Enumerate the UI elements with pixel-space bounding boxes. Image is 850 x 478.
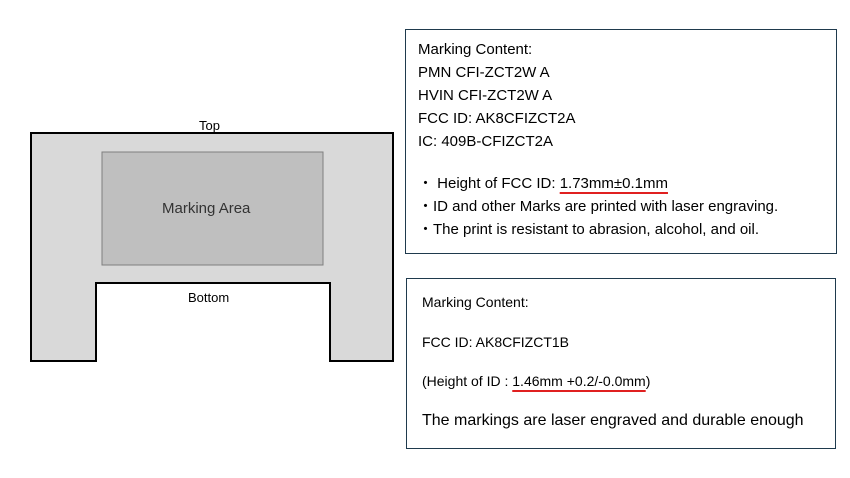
resistance-bullet: ・The print is resistant to abrasion, alc… — [418, 221, 760, 238]
box2-height-suffix: ) — [645, 373, 651, 389]
pmn-line: PMN CFI-ZCT2W A — [418, 64, 550, 81]
ic-line: IC: 409B-CFIZCT2A — [418, 133, 554, 150]
marking-area — [101, 151, 324, 266]
marking-content-box-2: Marking Content: FCC ID: AK8CFIZCT1B (He… — [406, 278, 836, 449]
top-label: Top — [199, 118, 220, 133]
bottom-label: Bottom — [188, 290, 230, 305]
marking-area-label: Marking Area — [162, 200, 251, 217]
device-outline-diagram — [30, 132, 394, 362]
fcc-height-prefix: ・ Height of FCC ID: — [418, 175, 560, 192]
box2-height-value: 1.46mm +0.2/-0.0mm — [512, 373, 646, 389]
box2-height-line: (Height of ID : 1.46mm +0.2/-0.0mm) — [422, 373, 835, 390]
box2-fcc-id: FCC ID: AK8CFIZCT1B — [422, 334, 570, 350]
fcc-height-line: ・ Height of FCC ID: 1.73mm±0.1mm — [418, 172, 836, 195]
laser-engraving-bullet: ・ID and other Marks are printed with las… — [418, 198, 779, 215]
box1-heading: Marking Content: — [418, 41, 533, 58]
box2-height-prefix: (Height of ID : — [422, 373, 513, 389]
box2-durability-note: The markings are laser engraved and dura… — [422, 412, 804, 429]
box2-heading: Marking Content: — [422, 294, 529, 310]
marking-content-box-1: Marking Content: PMN CFI-ZCT2W A HVIN CF… — [405, 29, 837, 254]
hvin-line: HVIN CFI-ZCT2W A — [418, 87, 553, 104]
fcc-id-line: FCC ID: AK8CFIZCT2A — [418, 110, 576, 127]
fcc-height-value: 1.73mm±0.1mm — [559, 175, 668, 192]
